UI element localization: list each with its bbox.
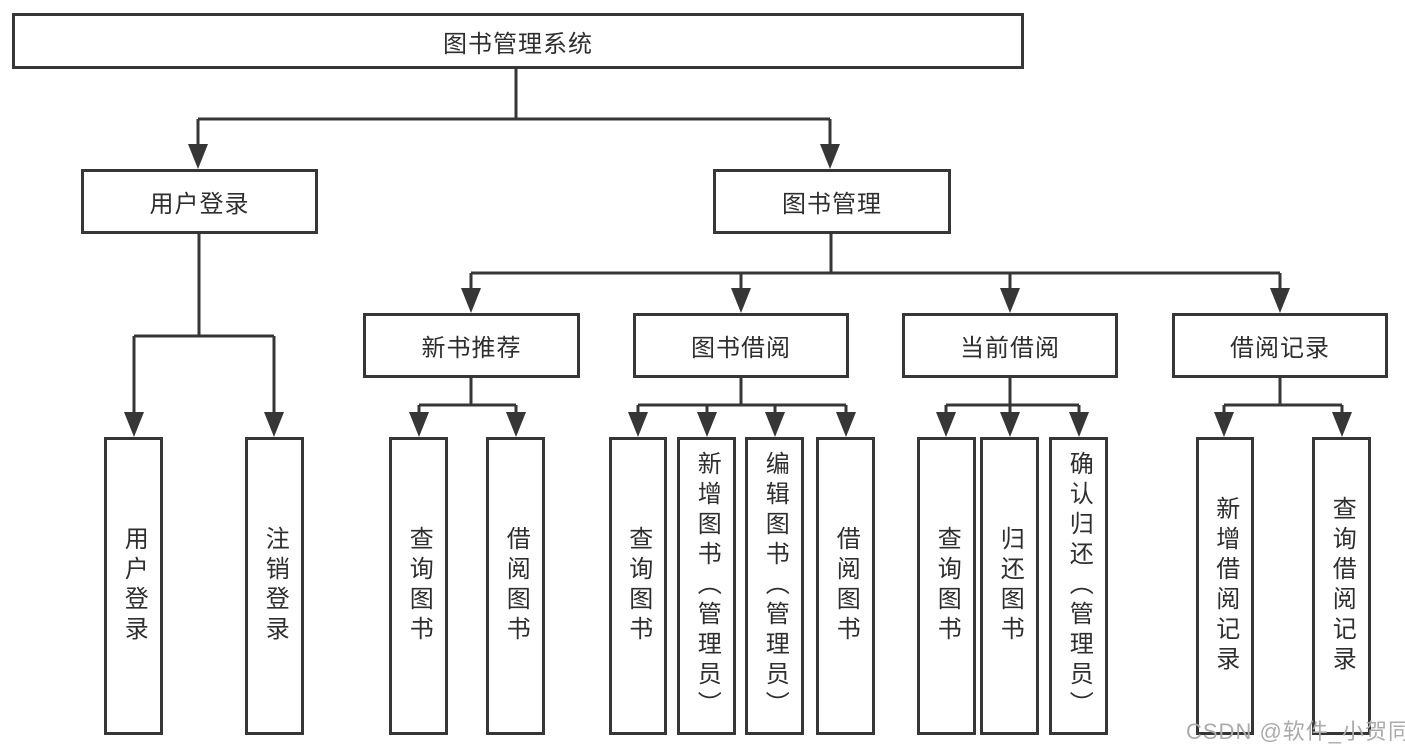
leaf-query-books-borrow-label: 查询图书 bbox=[624, 526, 652, 646]
connector-newbook-to-leaves bbox=[417, 378, 518, 415]
leaf-user-login-label: 用户登录 bbox=[120, 526, 148, 646]
leaf-logout: 注销登录 bbox=[245, 437, 304, 735]
leaf-borrow-books: 借阅图书 bbox=[816, 437, 875, 735]
connector-currentborrow-to-leaves bbox=[944, 378, 1081, 415]
node-book-management-label: 图书管理 bbox=[782, 191, 882, 218]
node-book-management: 图书管理 bbox=[713, 169, 951, 234]
node-user-login: 用户登录 bbox=[81, 169, 318, 234]
node-book-borrow: 图书借阅 bbox=[633, 313, 849, 378]
node-borrow-records: 借阅记录 bbox=[1172, 313, 1388, 378]
leaf-query-books-borrow: 查询图书 bbox=[609, 437, 667, 735]
connector-bookmgmt-to-level3 bbox=[469, 234, 1282, 291]
leaf-add-book-admin-label: 新增图书（管理员） bbox=[693, 451, 721, 721]
leaf-add-borrow-record-label: 新增借阅记录 bbox=[1211, 496, 1239, 676]
leaf-logout-label: 注销登录 bbox=[261, 526, 289, 646]
arrowheads-bookborrow-leaves bbox=[628, 412, 856, 437]
leaf-borrow-books-label: 借阅图书 bbox=[832, 526, 860, 646]
leaf-add-borrow-record: 新增借阅记录 bbox=[1196, 437, 1254, 735]
connector-userlogin-to-leaves bbox=[132, 234, 276, 415]
leaf-query-books-current: 查询图书 bbox=[917, 437, 976, 735]
node-new-book-recommend: 新书推荐 bbox=[363, 313, 580, 378]
node-current-borrow-label: 当前借阅 bbox=[960, 335, 1060, 362]
leaf-return-book: 归还图书 bbox=[980, 437, 1039, 735]
arrowheads-borrowrecords-leaves bbox=[1214, 412, 1352, 437]
leaf-borrow-books-recommend: 借阅图书 bbox=[486, 437, 545, 735]
leaf-query-borrow-record-label: 查询借阅记录 bbox=[1328, 496, 1356, 676]
leaf-query-borrow-record: 查询借阅记录 bbox=[1312, 437, 1371, 735]
leaf-query-books-recommend: 查询图书 bbox=[389, 437, 448, 735]
connector-borrowrecords-to-leaves bbox=[1222, 378, 1344, 415]
arrowheads-level3 bbox=[461, 288, 1290, 313]
leaf-return-book-label: 归还图书 bbox=[996, 526, 1024, 646]
arrowheads-newbook-leaves bbox=[409, 412, 526, 437]
node-new-book-recommend-label: 新书推荐 bbox=[421, 335, 522, 362]
node-borrow-records-label: 借阅记录 bbox=[1230, 335, 1330, 362]
leaf-edit-book-admin-label: 编辑图书（管理员） bbox=[761, 451, 789, 721]
connector-root-to-level2 bbox=[196, 69, 832, 147]
arrowheads-level2 bbox=[188, 144, 840, 169]
node-current-borrow: 当前借阅 bbox=[902, 313, 1118, 378]
leaf-add-book-admin: 新增图书（管理员） bbox=[677, 437, 736, 735]
node-book-borrow-label: 图书借阅 bbox=[691, 335, 791, 362]
arrowheads-currentborrow-leaves bbox=[936, 412, 1089, 437]
leaf-confirm-return-admin-label: 确认归还（管理员） bbox=[1065, 451, 1093, 721]
node-library-management-system: 图书管理系统 bbox=[12, 13, 1024, 69]
leaf-query-books-recommend-label: 查询图书 bbox=[405, 526, 433, 646]
leaf-confirm-return-admin: 确认归还（管理员） bbox=[1049, 437, 1108, 735]
leaf-query-books-current-label: 查询图书 bbox=[933, 526, 961, 646]
arrowheads-userlogin-leaves bbox=[124, 412, 284, 437]
leaf-edit-book-admin: 编辑图书（管理员） bbox=[745, 437, 804, 735]
watermark: CSDN @软件_小贺同学 bbox=[1186, 719, 1405, 744]
connector-bookborrow-to-leaves bbox=[636, 378, 848, 415]
leaf-user-login: 用户登录 bbox=[104, 437, 163, 735]
node-user-login-label: 用户登录 bbox=[149, 191, 250, 218]
node-library-management-system-label: 图书管理系统 bbox=[443, 30, 593, 58]
leaf-borrow-books-recommend-label: 借阅图书 bbox=[502, 526, 530, 646]
